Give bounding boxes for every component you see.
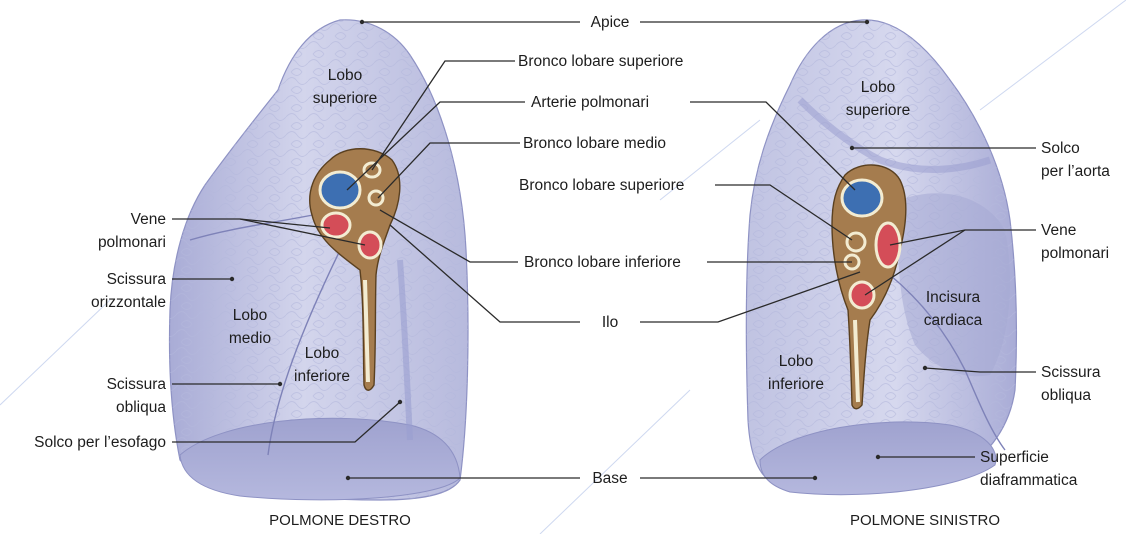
label-lobo-inferiore-right-1: Lobo (305, 345, 339, 362)
label-ilo: Ilo (602, 314, 618, 331)
label-lobo-medio-1: Lobo (233, 307, 267, 324)
dot-scissura-obl-left (923, 366, 927, 370)
left-pulmonary-vein-upper (876, 223, 900, 267)
dot-apice-left (865, 20, 869, 24)
left-pulmonary-vein-lower (850, 282, 874, 308)
label-lobo-superiore-left-1: Lobo (861, 79, 895, 96)
label-vene-polmonari-left-1: Vene (1041, 222, 1076, 239)
left-pulmonary-artery (842, 180, 882, 216)
label-scissura-orizzontale-2: orizzontale (91, 294, 166, 311)
label-incisura-cardiaca-1: Incisura (926, 289, 981, 306)
label-scissura-obliqua-right-1: Scissura (107, 376, 167, 393)
label-lobo-inferiore-left-1: Lobo (779, 353, 813, 370)
label-lobo-inferiore-left-2: inferiore (768, 376, 824, 393)
label-bronco-lobare-superiore-2: Bronco lobare superiore (519, 177, 684, 194)
label-solco-aorta-2: per l’aorta (1041, 163, 1110, 180)
label-scissura-obliqua-left-2: obliqua (1041, 387, 1091, 404)
label-vene-polmonari-left-2: polmonari (1041, 245, 1109, 262)
label-lobo-medio-2: medio (229, 330, 271, 347)
dot-solco-aorta (850, 146, 854, 150)
label-lobo-superiore-right-1: Lobo (328, 67, 362, 84)
label-arterie-polmonari: Arterie polmonari (531, 94, 649, 111)
label-scissura-obliqua-right-2: obliqua (116, 399, 166, 416)
label-scissura-obliqua-left-1: Scissura (1041, 364, 1101, 381)
label-solco-esofago: Solco per l’esofago (34, 434, 166, 451)
right-pulmonary-artery (320, 172, 360, 208)
dot-base-left (813, 476, 817, 480)
label-vene-polmonari-right-1: Vene (131, 211, 166, 228)
label-solco-aorta-1: Solco (1041, 140, 1080, 157)
label-lobo-inferiore-right-2: inferiore (294, 368, 350, 385)
caption-right-lung: POLMONE DESTRO (269, 512, 411, 529)
dot-scissura-orizz (230, 277, 234, 281)
label-base: Base (592, 470, 627, 487)
label-apice: Apice (591, 14, 630, 31)
caption-left-lung: POLMONE SINISTRO (850, 512, 1000, 529)
label-incisura-cardiaca-2: cardiaca (924, 312, 983, 329)
label-vene-polmonari-right-2: polmonari (98, 234, 166, 251)
dot-apice-right (360, 20, 364, 24)
dot-scissura-obl-right (278, 382, 282, 386)
dot-solco-esofago (398, 400, 402, 404)
right-pulmonary-vein-upper (322, 213, 350, 237)
label-lobo-superiore-left-2: superiore (846, 102, 911, 119)
label-scissura-orizzontale-1: Scissura (107, 271, 167, 288)
label-superficie-diaframmatica-1: Superficie (980, 449, 1049, 466)
label-bronco-lobare-superiore-1: Bronco lobare superiore (518, 53, 683, 70)
label-bronco-lobare-inferiore: Bronco lobare inferiore (524, 254, 681, 271)
dot-superficie (876, 455, 880, 459)
label-bronco-lobare-medio: Bronco lobare medio (523, 135, 666, 152)
label-superficie-diaframmatica-2: diaframmatica (980, 472, 1078, 489)
label-lobo-superiore-right-2: superiore (313, 90, 378, 107)
dot-base-right (346, 476, 350, 480)
